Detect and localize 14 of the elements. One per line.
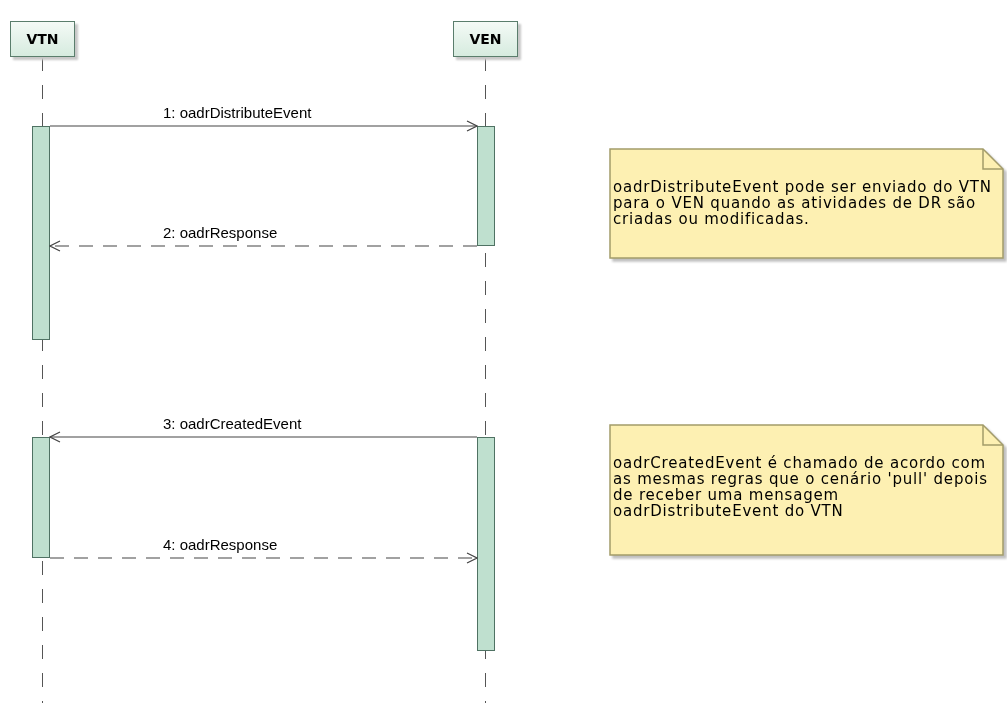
- message-arrow: [49, 120, 478, 132]
- message-arrow: [49, 431, 478, 443]
- note: oadrCreatedEvent é chamado de acordo com as mesmas regras que o cenário 'pull' depois de receber uma mensagem oadrDistributeEvent do VTN: [610, 425, 1003, 555]
- message-arrow: [49, 552, 478, 564]
- activation-bar: [32, 126, 50, 340]
- activation-bar: [32, 437, 50, 558]
- activation-bar: [477, 437, 495, 651]
- edge-label: 4: oadrResponse: [162, 536, 279, 554]
- edge-label: 2: oadrResponse: [162, 224, 279, 242]
- activation-bar: [477, 126, 495, 246]
- message-arrow: [49, 240, 478, 252]
- note: oadrDistributeEvent pode ser enviado do VTN para o VEN quando as atividades de DR são criadas ou modificadas.: [610, 149, 1003, 258]
- participant-box: VEN: [453, 21, 518, 57]
- participant-box: VTN: [10, 21, 75, 57]
